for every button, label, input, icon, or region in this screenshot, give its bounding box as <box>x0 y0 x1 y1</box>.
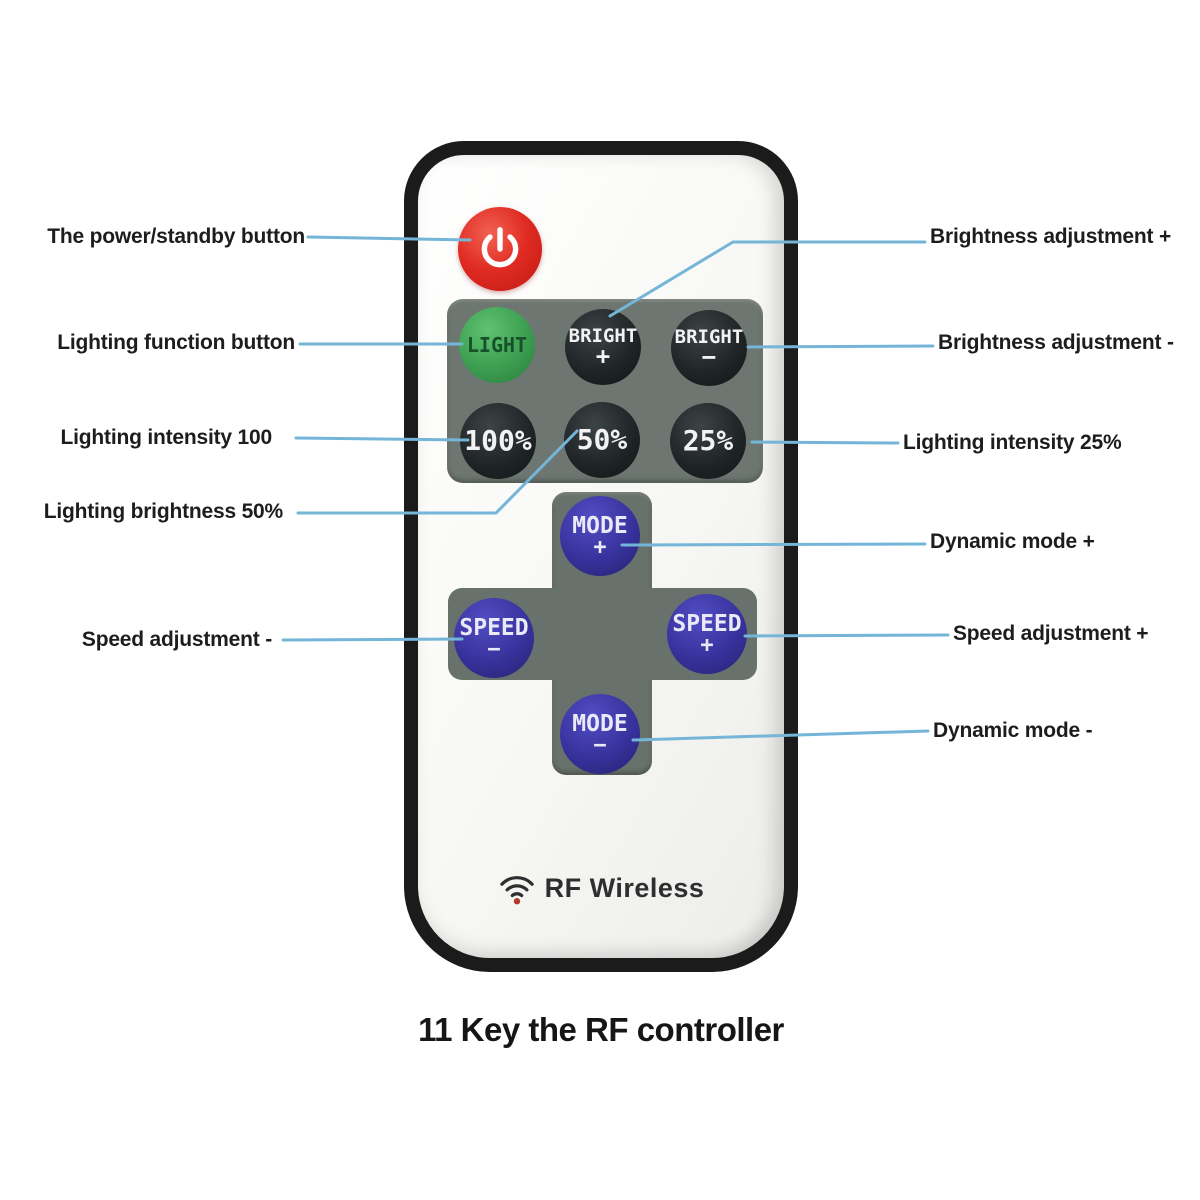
power-button <box>458 207 542 291</box>
bright-minus-button: BRIGHT − <box>671 310 747 386</box>
callout-dynamic-mode-plus: Dynamic mode + <box>930 530 1095 553</box>
intensity-100-label: 100% <box>464 424 532 457</box>
caption: 11 Key the RF controller <box>418 1011 784 1048</box>
mode-plus-button: MODE + <box>560 496 640 576</box>
callout-intensity-25: Lighting intensity 25% <box>903 431 1122 454</box>
mode-minus-button: MODE − <box>560 694 640 774</box>
light-button-label: LIGHT <box>466 333 528 357</box>
bright-plus-label: BRIGHT <box>568 324 638 347</box>
speed-plus-label: SPEED <box>672 610 742 637</box>
speed-minus-label: SPEED <box>459 614 529 641</box>
mode-plus-sign: + <box>593 534 607 560</box>
callout-dynamic-mode-minus: Dynamic mode - <box>933 719 1093 742</box>
callout-brightness-minus: Brightness adjustment - <box>938 331 1174 354</box>
speed-plus-button: SPEED + <box>667 594 747 674</box>
intensity-50-button: 50% <box>564 402 640 478</box>
mode-minus-label: MODE <box>572 710 628 737</box>
power-icon <box>481 227 519 268</box>
callout-lighting-function: Lighting function button <box>57 331 295 354</box>
speed-plus-sign: + <box>700 632 714 658</box>
bright-minus-sign: − <box>701 342 717 371</box>
intensity-50-label: 50% <box>576 423 628 456</box>
speed-minus-button: SPEED − <box>454 598 534 678</box>
rf-wireless-icon <box>499 876 534 905</box>
intensity-100-button: 100% <box>460 403 536 479</box>
mode-plus-label: MODE <box>572 512 628 539</box>
bright-minus-label: BRIGHT <box>674 325 744 348</box>
callout-speed-plus: Speed adjustment + <box>953 622 1149 645</box>
intensity-25-button: 25% <box>670 403 746 479</box>
intensity-25-label: 25% <box>682 424 734 457</box>
mode-minus-sign: − <box>593 732 607 758</box>
bright-plus-sign: + <box>595 341 611 370</box>
callout-brightness-50: Lighting brightness 50% <box>43 500 283 523</box>
light-button: LIGHT <box>459 307 535 383</box>
brand-row: RF Wireless <box>404 864 798 912</box>
speed-minus-sign: − <box>487 636 501 662</box>
callout-intensity-100: Lighting intensity 100 <box>60 426 273 449</box>
callout-speed-minus: Speed adjustment - <box>81 628 272 651</box>
brand-label: RF Wireless <box>544 872 705 903</box>
callout-power-standby: The power/standby button <box>47 225 305 248</box>
callout-brightness-plus: Brightness adjustment + <box>930 225 1172 248</box>
bright-plus-button: BRIGHT + <box>565 309 641 385</box>
